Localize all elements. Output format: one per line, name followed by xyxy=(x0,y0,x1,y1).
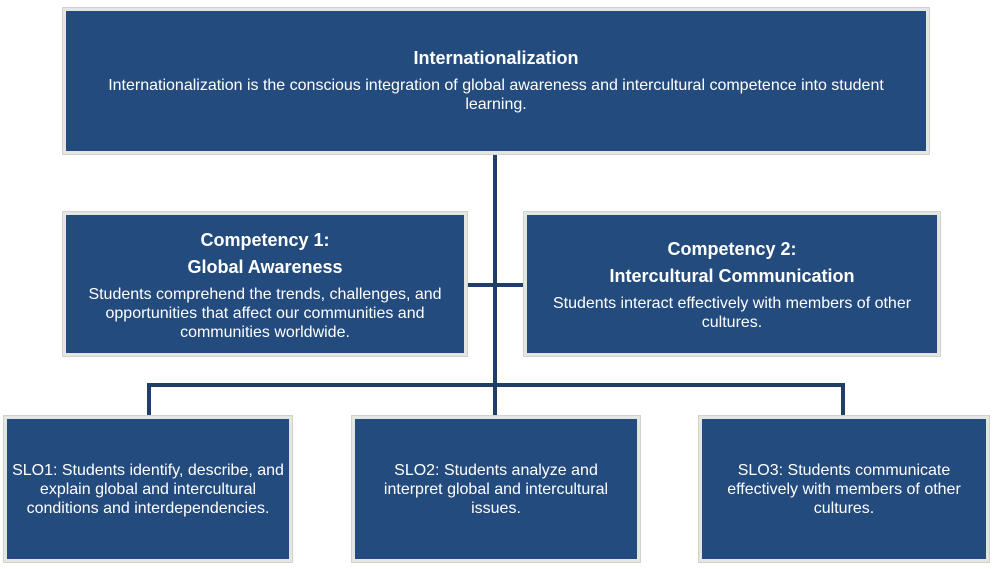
competency-2-description: Students interact effectively with membe… xyxy=(552,295,912,331)
connector-slo1-drop xyxy=(147,383,151,416)
competency-1-title: Global Awareness xyxy=(187,256,343,277)
slo-1-text: SLO1: Students identify, describe, and e… xyxy=(12,461,284,517)
competency-1-description: Students comprehend the trends, challeng… xyxy=(88,285,442,341)
competency-2-heading: Competency 2: xyxy=(667,239,797,259)
connector-competency-bar xyxy=(466,283,524,287)
competency-1-heading: Competency 1: xyxy=(200,229,330,250)
competency-2-title: Intercultural Communication xyxy=(609,266,855,286)
connector-slo-bar xyxy=(147,383,845,387)
internationalization-description: Internationalization is the conscious in… xyxy=(108,77,884,113)
connector-slo3-drop xyxy=(841,383,845,416)
competency-1-box: Competency 1: Global Awareness Students … xyxy=(63,212,467,356)
internationalization-title: Internationalization xyxy=(413,48,579,68)
slo-3-text: SLO3: Students communicate effectively w… xyxy=(727,461,961,517)
internationalization-box: Internationalization Internationalizatio… xyxy=(63,8,929,154)
slo-2-text: SLO2: Students analyze and interpret glo… xyxy=(383,461,609,517)
slo-1-box: SLO1: Students identify, describe, and e… xyxy=(4,416,292,562)
slo-3-box: SLO3: Students communicate effectively w… xyxy=(699,416,989,562)
slo-2-box: SLO2: Students analyze and interpret glo… xyxy=(352,416,640,562)
competency-2-box: Competency 2: Intercultural Communicatio… xyxy=(524,212,940,356)
